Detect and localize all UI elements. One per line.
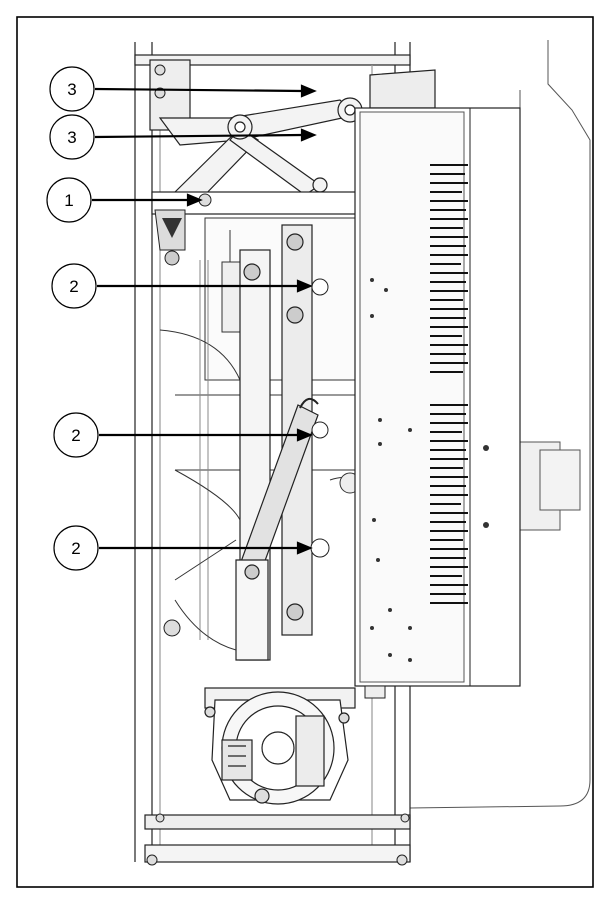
motor-assembly — [204, 687, 356, 805]
upper-linkage — [158, 97, 363, 201]
callout-3-second: 3 — [49, 114, 95, 160]
diagonal-strap — [235, 397, 319, 661]
callout-3-second-number: 3 — [67, 128, 76, 147]
callout-3-top-number: 3 — [67, 80, 76, 99]
callout-2-bottom: 2 — [53, 525, 99, 571]
callout-1-number: 1 — [64, 191, 73, 210]
callout-1: 1 — [46, 177, 92, 223]
callout-3-top: 3 — [49, 66, 95, 112]
callout-2-top-number: 2 — [69, 277, 78, 296]
callout-2-middle: 2 — [53, 412, 99, 458]
callout-2-top: 2 — [51, 263, 97, 309]
right-housing — [409, 40, 591, 809]
outer-border — [16, 16, 594, 888]
callout-2-middle-number: 2 — [71, 426, 80, 445]
left-bracket — [154, 209, 186, 266]
corner-fasteners — [146, 64, 410, 866]
chassis — [134, 42, 411, 863]
heatsink-module — [354, 69, 521, 699]
leader-lines — [92, 84, 317, 555]
callout-2-bottom-number: 2 — [71, 539, 80, 558]
